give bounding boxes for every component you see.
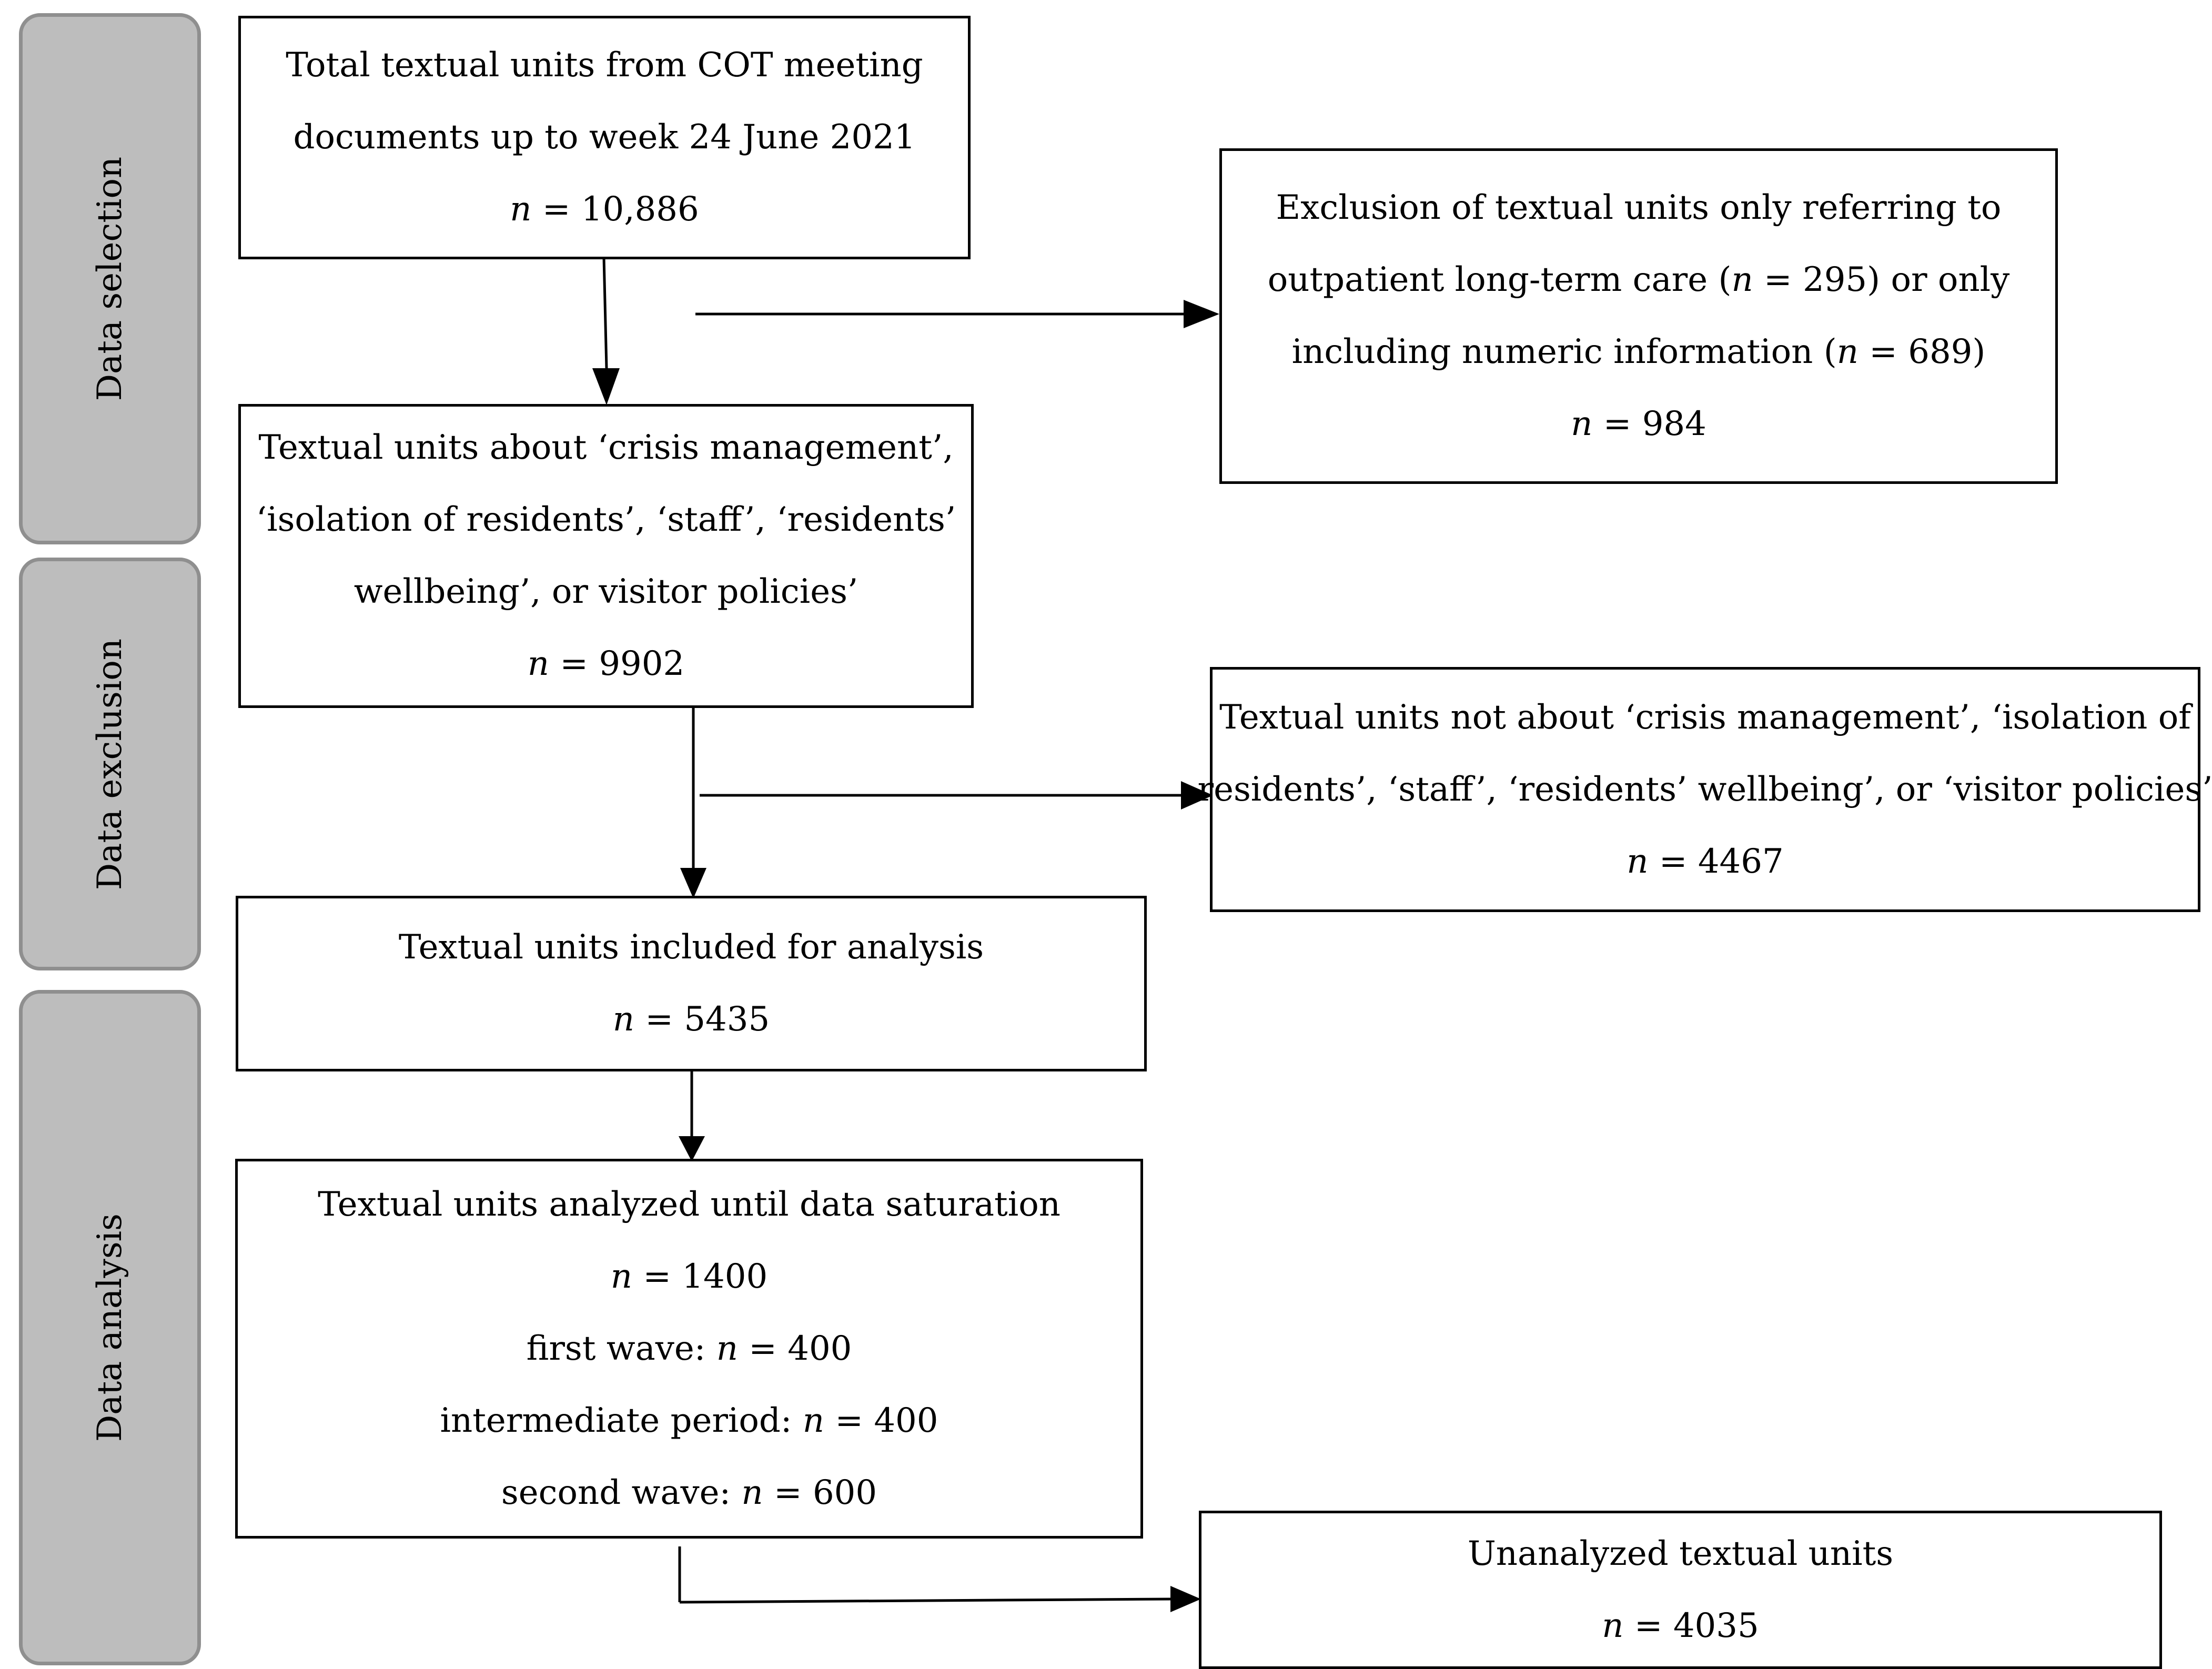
wave-label: intermediate period:: [440, 1401, 803, 1440]
box-text-line: including numeric information (n = 689): [1292, 316, 1986, 388]
count-label: n = 984: [1571, 388, 1706, 460]
box-exclusion-off-topic: Textual units not about ‘crisis manageme…: [1197, 667, 2212, 912]
count-label: n = 1400: [611, 1241, 767, 1313]
count-value: = 400: [738, 1329, 852, 1368]
box-analyzed-units: Textual units analyzed until data satura…: [235, 1159, 1143, 1539]
box-text-line: documents up to week 24 June 2021: [293, 118, 916, 157]
box-unanalyzed-units: Unanalyzed textual units n = 4035: [1199, 1511, 2162, 1669]
box-text-line: Textual units about ‘crisis management’,: [258, 428, 954, 467]
wave-label: second wave:: [501, 1473, 742, 1512]
arrow-total-to-topics: [602, 257, 608, 369]
count-value: = 10,886: [531, 190, 699, 229]
count-value: = 984: [1592, 404, 1706, 443]
n-symbol: n: [527, 644, 550, 683]
phase-data-analysis: Data analysis: [19, 990, 201, 1665]
wave-second: second wave: n = 600: [501, 1457, 877, 1529]
count-label: n = 4467: [1627, 826, 1783, 898]
arrowhead: [1170, 1586, 1201, 1612]
count-value: = 9902: [549, 644, 685, 683]
n-symbol: n: [802, 1401, 825, 1440]
text-segment: including numeric information (: [1291, 332, 1837, 371]
arrowhead: [679, 1136, 705, 1161]
n-symbol: n: [612, 1000, 635, 1039]
count-value: = 5435: [634, 1000, 770, 1039]
count-value: = 1400: [632, 1257, 768, 1296]
n-symbol: n: [510, 190, 532, 229]
count-label: n = 4035: [1602, 1590, 1759, 1662]
n-symbol: n: [1571, 404, 1593, 443]
n-symbol: n: [1836, 332, 1859, 371]
n-symbol: n: [1731, 260, 1753, 299]
box-text-line: outpatient long-term care (n = 295) or o…: [1268, 244, 2010, 316]
box-text-line: Exclusion of textual units only referrin…: [1276, 188, 2002, 227]
box-text-line: Textual units included for analysis: [398, 928, 984, 967]
box-included-units: Textual units included for analysis n = …: [236, 896, 1147, 1071]
box-exclusion-outpatient-numeric: Exclusion of textual units only referrin…: [1219, 148, 2058, 484]
arrowhead: [592, 368, 620, 405]
box-topic-units: Textual units about ‘crisis management’,…: [238, 404, 974, 708]
text-segment: = 689): [1858, 332, 1986, 371]
box-text-line: Unanalyzed textual units: [1467, 1534, 1894, 1573]
count-value: = 400: [824, 1401, 938, 1440]
n-symbol: n: [1602, 1606, 1624, 1645]
box-text-line: wellbeing’, or visitor policies’: [353, 572, 858, 611]
n-symbol: n: [1627, 842, 1649, 881]
count-label: n = 5435: [613, 984, 770, 1056]
wave-first: first wave: n = 400: [527, 1313, 852, 1385]
n-symbol: n: [610, 1257, 633, 1296]
count-label: n = 9902: [528, 628, 684, 700]
box-total-units: Total textual units from COT meeting doc…: [238, 16, 971, 259]
box-text-line: Textual units analyzed until data satura…: [318, 1185, 1060, 1224]
box-text-line: residents’, ‘staff’, ‘residents’ wellbei…: [1197, 770, 2212, 809]
phase-data-selection: Data selection: [19, 13, 201, 544]
arrowhead: [1181, 781, 1213, 810]
wave-intermediate: intermediate period: n = 400: [440, 1385, 938, 1457]
count-label: n = 10,886: [510, 174, 699, 246]
box-text-line: Total textual units from COT meeting: [286, 46, 923, 85]
arrowhead: [680, 868, 706, 898]
arrow-to-unanalyzed: [679, 1597, 1171, 1604]
count-value: = 4035: [1623, 1606, 1759, 1645]
count-value: = 600: [763, 1473, 877, 1512]
text-segment: outpatient long-term care (: [1267, 260, 1732, 299]
n-symbol: n: [741, 1473, 763, 1512]
text-segment: = 295) or only: [1753, 260, 2010, 299]
box-text-line: Textual units not about ‘crisis manageme…: [1219, 697, 2191, 737]
n-symbol: n: [716, 1329, 738, 1368]
count-value: = 4467: [1648, 842, 1784, 881]
box-text-line: ‘isolation of residents’, ‘staff’, ‘resi…: [256, 500, 956, 539]
wave-label: first wave:: [526, 1329, 716, 1368]
phase-data-exclusion: Data exclusion: [19, 558, 201, 970]
arrowhead: [1184, 300, 1219, 328]
